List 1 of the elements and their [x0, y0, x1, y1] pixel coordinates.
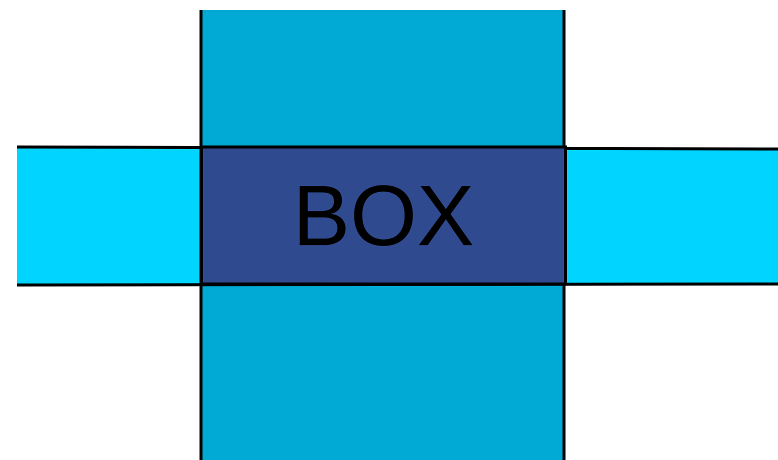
label-box: BOX [200, 146, 567, 286]
